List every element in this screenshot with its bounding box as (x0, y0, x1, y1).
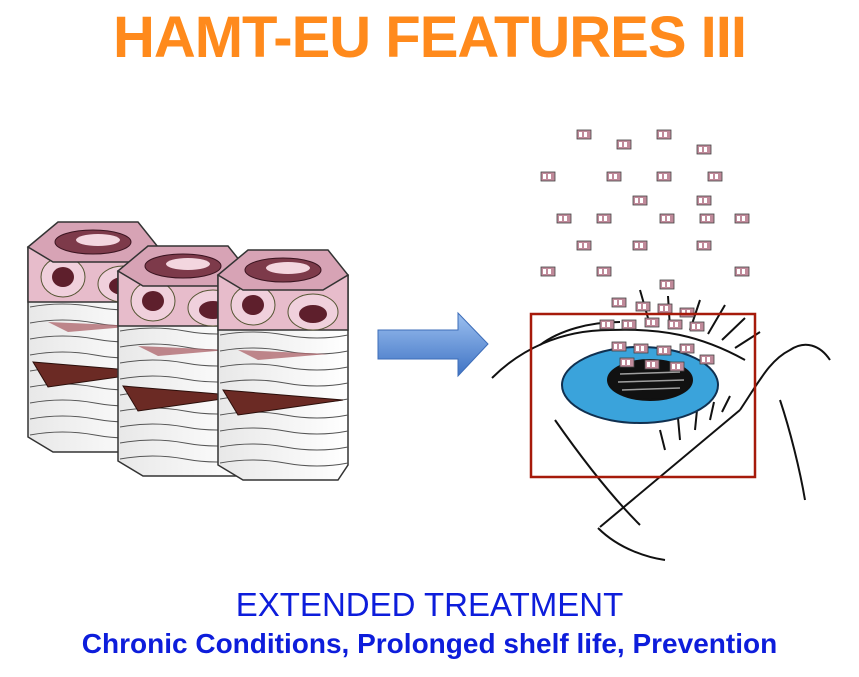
nanoparticle (635, 301, 651, 312)
nanoparticle (606, 171, 622, 182)
nanoparticle (611, 341, 627, 352)
nanoparticle (734, 266, 750, 277)
nanoparticle (576, 240, 592, 251)
nanoparticle (667, 319, 683, 330)
nanoparticle (656, 129, 672, 140)
nanoparticle (644, 359, 660, 370)
nanoparticle (699, 354, 715, 365)
caption-main: EXTENDED TREATMENT (235, 586, 624, 623)
nanoparticle (621, 319, 637, 330)
nanoparticle (689, 321, 705, 332)
nanoparticle (696, 144, 712, 155)
nanoparticle (632, 195, 648, 206)
nanoparticle (540, 266, 556, 277)
nanoparticle (632, 240, 648, 251)
nanocarrier-particles (540, 129, 750, 372)
illustration (26, 129, 831, 561)
nanoparticle (696, 240, 712, 251)
nanoparticle (699, 213, 715, 224)
nanoparticle (633, 343, 649, 354)
tissue-column (216, 249, 350, 481)
nanoparticle (679, 307, 695, 318)
highlight-box (529, 312, 757, 479)
nanoparticle (644, 317, 660, 328)
nanoparticle (659, 213, 675, 224)
nanoparticle (576, 129, 592, 140)
slide-title: HAMT-EU FEATURES III (112, 5, 747, 70)
nanoparticle (696, 195, 712, 206)
nanoparticle (540, 171, 556, 182)
nanoparticle (656, 171, 672, 182)
nanoparticle (679, 343, 695, 354)
corneal-tissue-diagram (26, 221, 350, 481)
nanoparticle (669, 361, 685, 372)
nanoparticle (734, 213, 750, 224)
nanoparticle (596, 213, 612, 224)
nanoparticle (659, 279, 675, 290)
nanoparticle (616, 139, 632, 150)
nanoparticle (656, 345, 672, 356)
nanoparticle (556, 213, 572, 224)
nanoparticle (657, 303, 673, 314)
caption-sub: Chronic Conditions, Prolonged shelf life… (81, 628, 778, 659)
nanoparticle (599, 319, 615, 330)
nanoparticle (596, 266, 612, 277)
nanoparticle (707, 171, 723, 182)
nanoparticle (611, 297, 627, 308)
eye-closeup-drawing (491, 289, 831, 561)
nanoparticle (619, 357, 635, 368)
right-arrow-icon (377, 311, 489, 378)
